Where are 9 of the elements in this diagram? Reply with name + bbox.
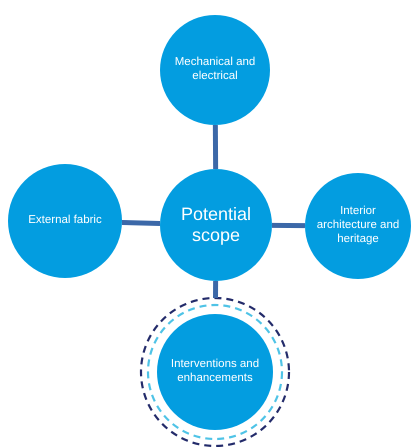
connector-line <box>122 220 160 226</box>
circle-label: Interventions and enhancements <box>170 358 260 386</box>
circle-label: Mechanical and electrical <box>174 56 256 84</box>
connector-line <box>213 280 218 298</box>
circle-label: Potential scope <box>180 204 252 246</box>
topic-circle <box>157 314 273 430</box>
circle-label: Interior architecture and heritage <box>316 205 400 247</box>
circle-label: External fabric <box>28 214 102 228</box>
connector-line <box>212 124 218 170</box>
